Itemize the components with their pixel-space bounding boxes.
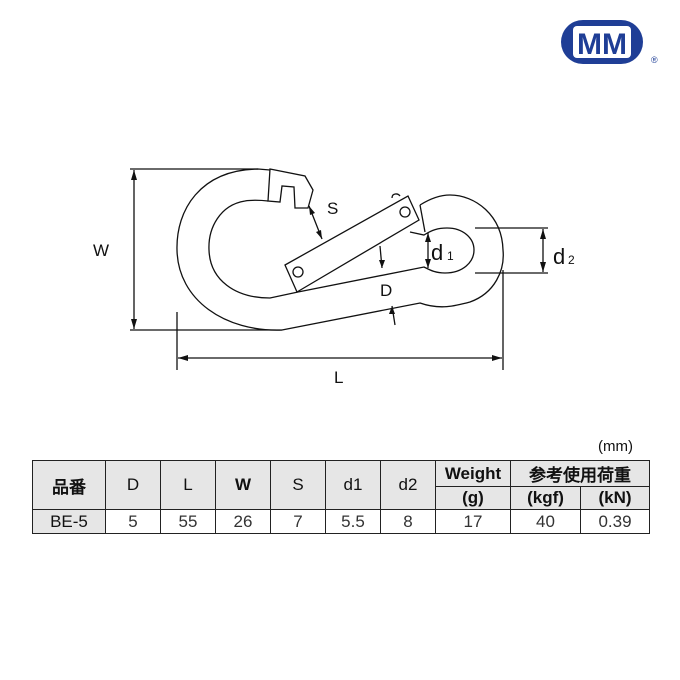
header-d1: d1 <box>325 460 381 510</box>
svg-text:d: d <box>431 240 443 265</box>
header-kgf: (kgf) <box>510 486 581 510</box>
cell: 17 <box>435 509 511 534</box>
svg-text:1: 1 <box>447 249 454 263</box>
svg-text:®: ® <box>651 55 658 65</box>
cell: 55 <box>160 509 216 534</box>
svg-text:L: L <box>334 368 343 387</box>
cell: 7 <box>270 509 326 534</box>
svg-text:S: S <box>327 199 338 218</box>
svg-text:D: D <box>380 281 392 300</box>
logo: MM ® <box>561 20 658 65</box>
table-row: BE-5 5 55 26 7 5.5 8 17 40 0.39 <box>32 509 650 534</box>
header-D: D <box>105 460 161 510</box>
header-part-no: 品番 <box>32 460 106 510</box>
header-W: W <box>215 460 271 510</box>
cell: 26 <box>215 509 271 534</box>
header-S: S <box>270 460 326 510</box>
svg-text:d: d <box>553 244 565 269</box>
header-L: L <box>160 460 216 510</box>
unit-label: (mm) <box>598 438 633 455</box>
cell: 8 <box>380 509 436 534</box>
svg-text:MM: MM <box>577 28 627 61</box>
header-kn: (kN) <box>580 486 650 510</box>
spec-table: 品番 D L W S d1 d2 Weight 参考使用荷重 (g) (kgf)… <box>32 460 650 534</box>
svg-text:W: W <box>93 241 109 260</box>
cell: 40 <box>510 509 581 534</box>
cell: 5 <box>105 509 161 534</box>
header-weight-unit: (g) <box>435 486 511 510</box>
header-d2: d2 <box>380 460 436 510</box>
svg-text:2: 2 <box>568 253 575 267</box>
cell: 0.39 <box>580 509 650 534</box>
header-weight: Weight <box>435 460 511 487</box>
cell-part-no: BE-5 <box>32 509 106 534</box>
header-load: 参考使用荷重 <box>510 460 650 487</box>
cell: 5.5 <box>325 509 381 534</box>
